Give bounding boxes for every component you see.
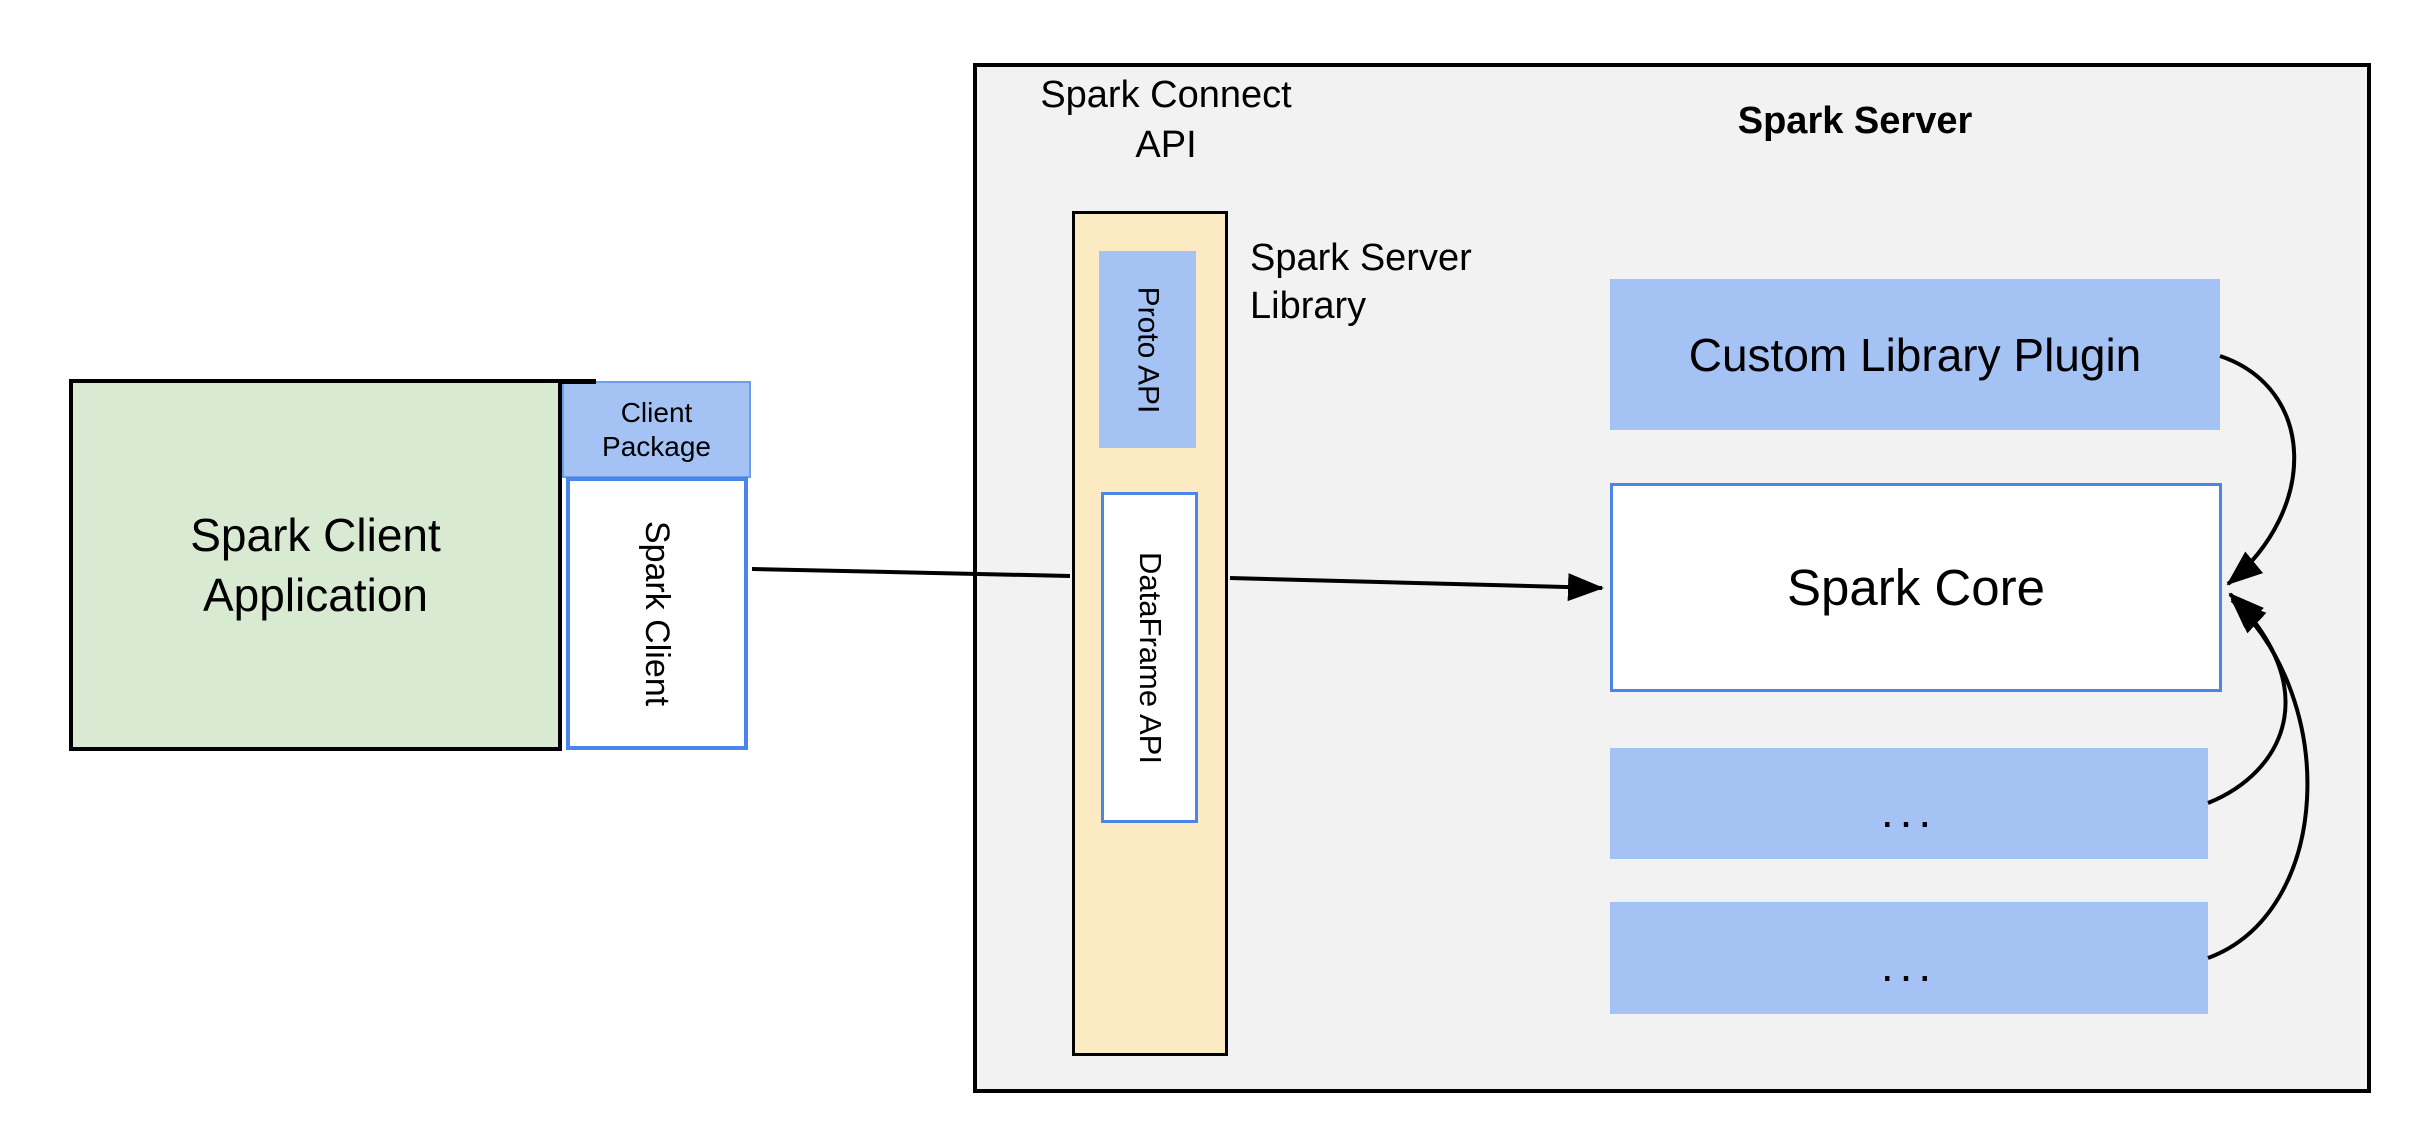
client-package-box: Client Package [562,381,751,478]
proto-api-box: Proto API [1099,251,1196,448]
custom-library-plugin-box: Custom Library Plugin [1610,279,2220,430]
spark-client-box: Spark Client [566,477,748,750]
spark-server-library-label-line1: Spark Server [1250,237,1472,279]
spark-connect-api-label-line2: API [1135,124,1197,166]
spark-client-label: Spark Client [638,520,677,707]
spark-connect-api-label: Spark Connect API [966,70,1366,170]
proto-api-label: Proto API [1131,286,1165,413]
dataframe-api-label: DataFrame API [1132,551,1168,764]
spark-client-application-label-line1: Spark Client [190,509,441,561]
plugin-slot-1-box: ... [1610,748,2208,859]
spark-core-box: Spark Core [1610,483,2222,692]
spark-server-library-label-line2: Library [1250,285,1367,327]
spark-server-library-label: Spark Server Library [1250,234,1610,330]
client-app-top-border-extension [562,379,596,384]
spark-connect-api-label-line1: Spark Connect [1040,74,1292,116]
plugin-slot-2-box: ... [1610,902,2208,1014]
spark-server-title: Spark Server [1737,100,1973,142]
dataframe-api-box: DataFrame API [1101,492,1198,823]
spark-client-application-label-line2: Application [202,569,429,621]
client-package-label-line2: Package [602,430,711,462]
spark-client-application-box: Spark Client Application [69,379,562,751]
client-package-label-line1: Client [620,396,693,428]
